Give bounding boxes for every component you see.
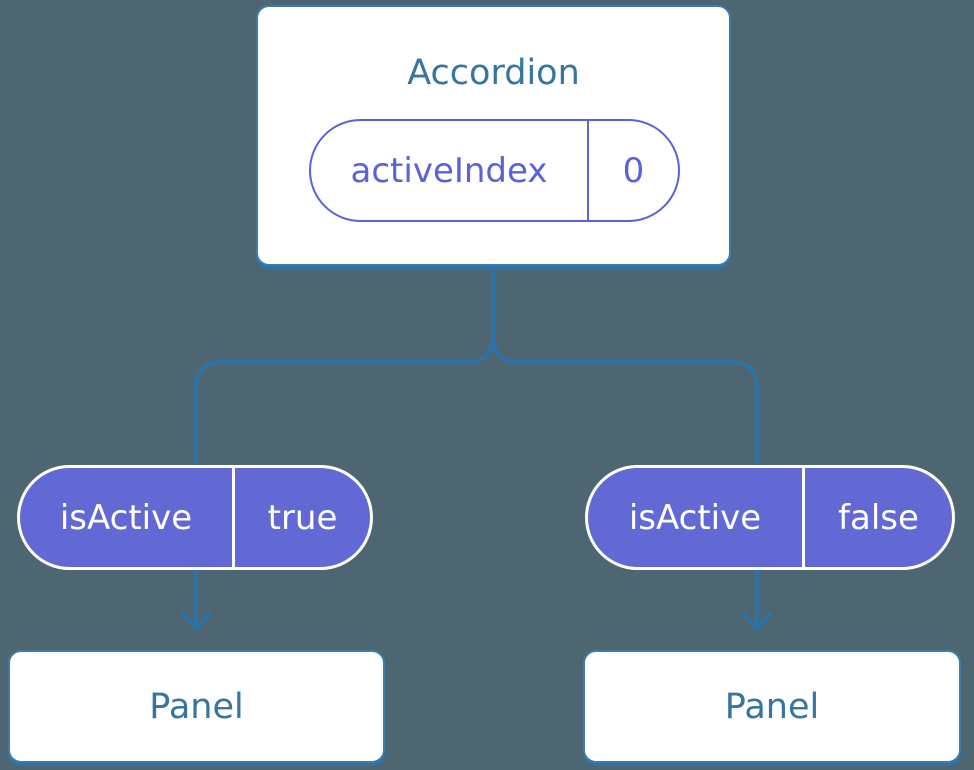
arrow-head-right-icon (742, 612, 772, 631)
connector-branch-left (194, 334, 495, 629)
component-title: Accordion (407, 53, 580, 93)
state-pill-label: activeIndex (350, 150, 548, 191)
panel-card-left: Panel (8, 650, 385, 763)
prop-pill-right-label: isActive (628, 497, 762, 538)
arrow-head-left-icon (181, 612, 211, 631)
prop-pill-left-value: true (232, 468, 370, 567)
connector-branch-right (491, 334, 759, 629)
accordion-component-card: Accordion activeIndex 0 (256, 5, 731, 266)
prop-pill-left: isActive true (17, 465, 373, 570)
prop-pill-right-value: false (802, 468, 952, 567)
panel-card-right: Panel (583, 650, 961, 763)
state-pill: activeIndex 0 (309, 119, 680, 222)
prop-pill-right: isActive false (585, 465, 955, 570)
state-pill-value: 0 (587, 121, 678, 220)
prop-pill-left-label: isActive (59, 497, 193, 538)
